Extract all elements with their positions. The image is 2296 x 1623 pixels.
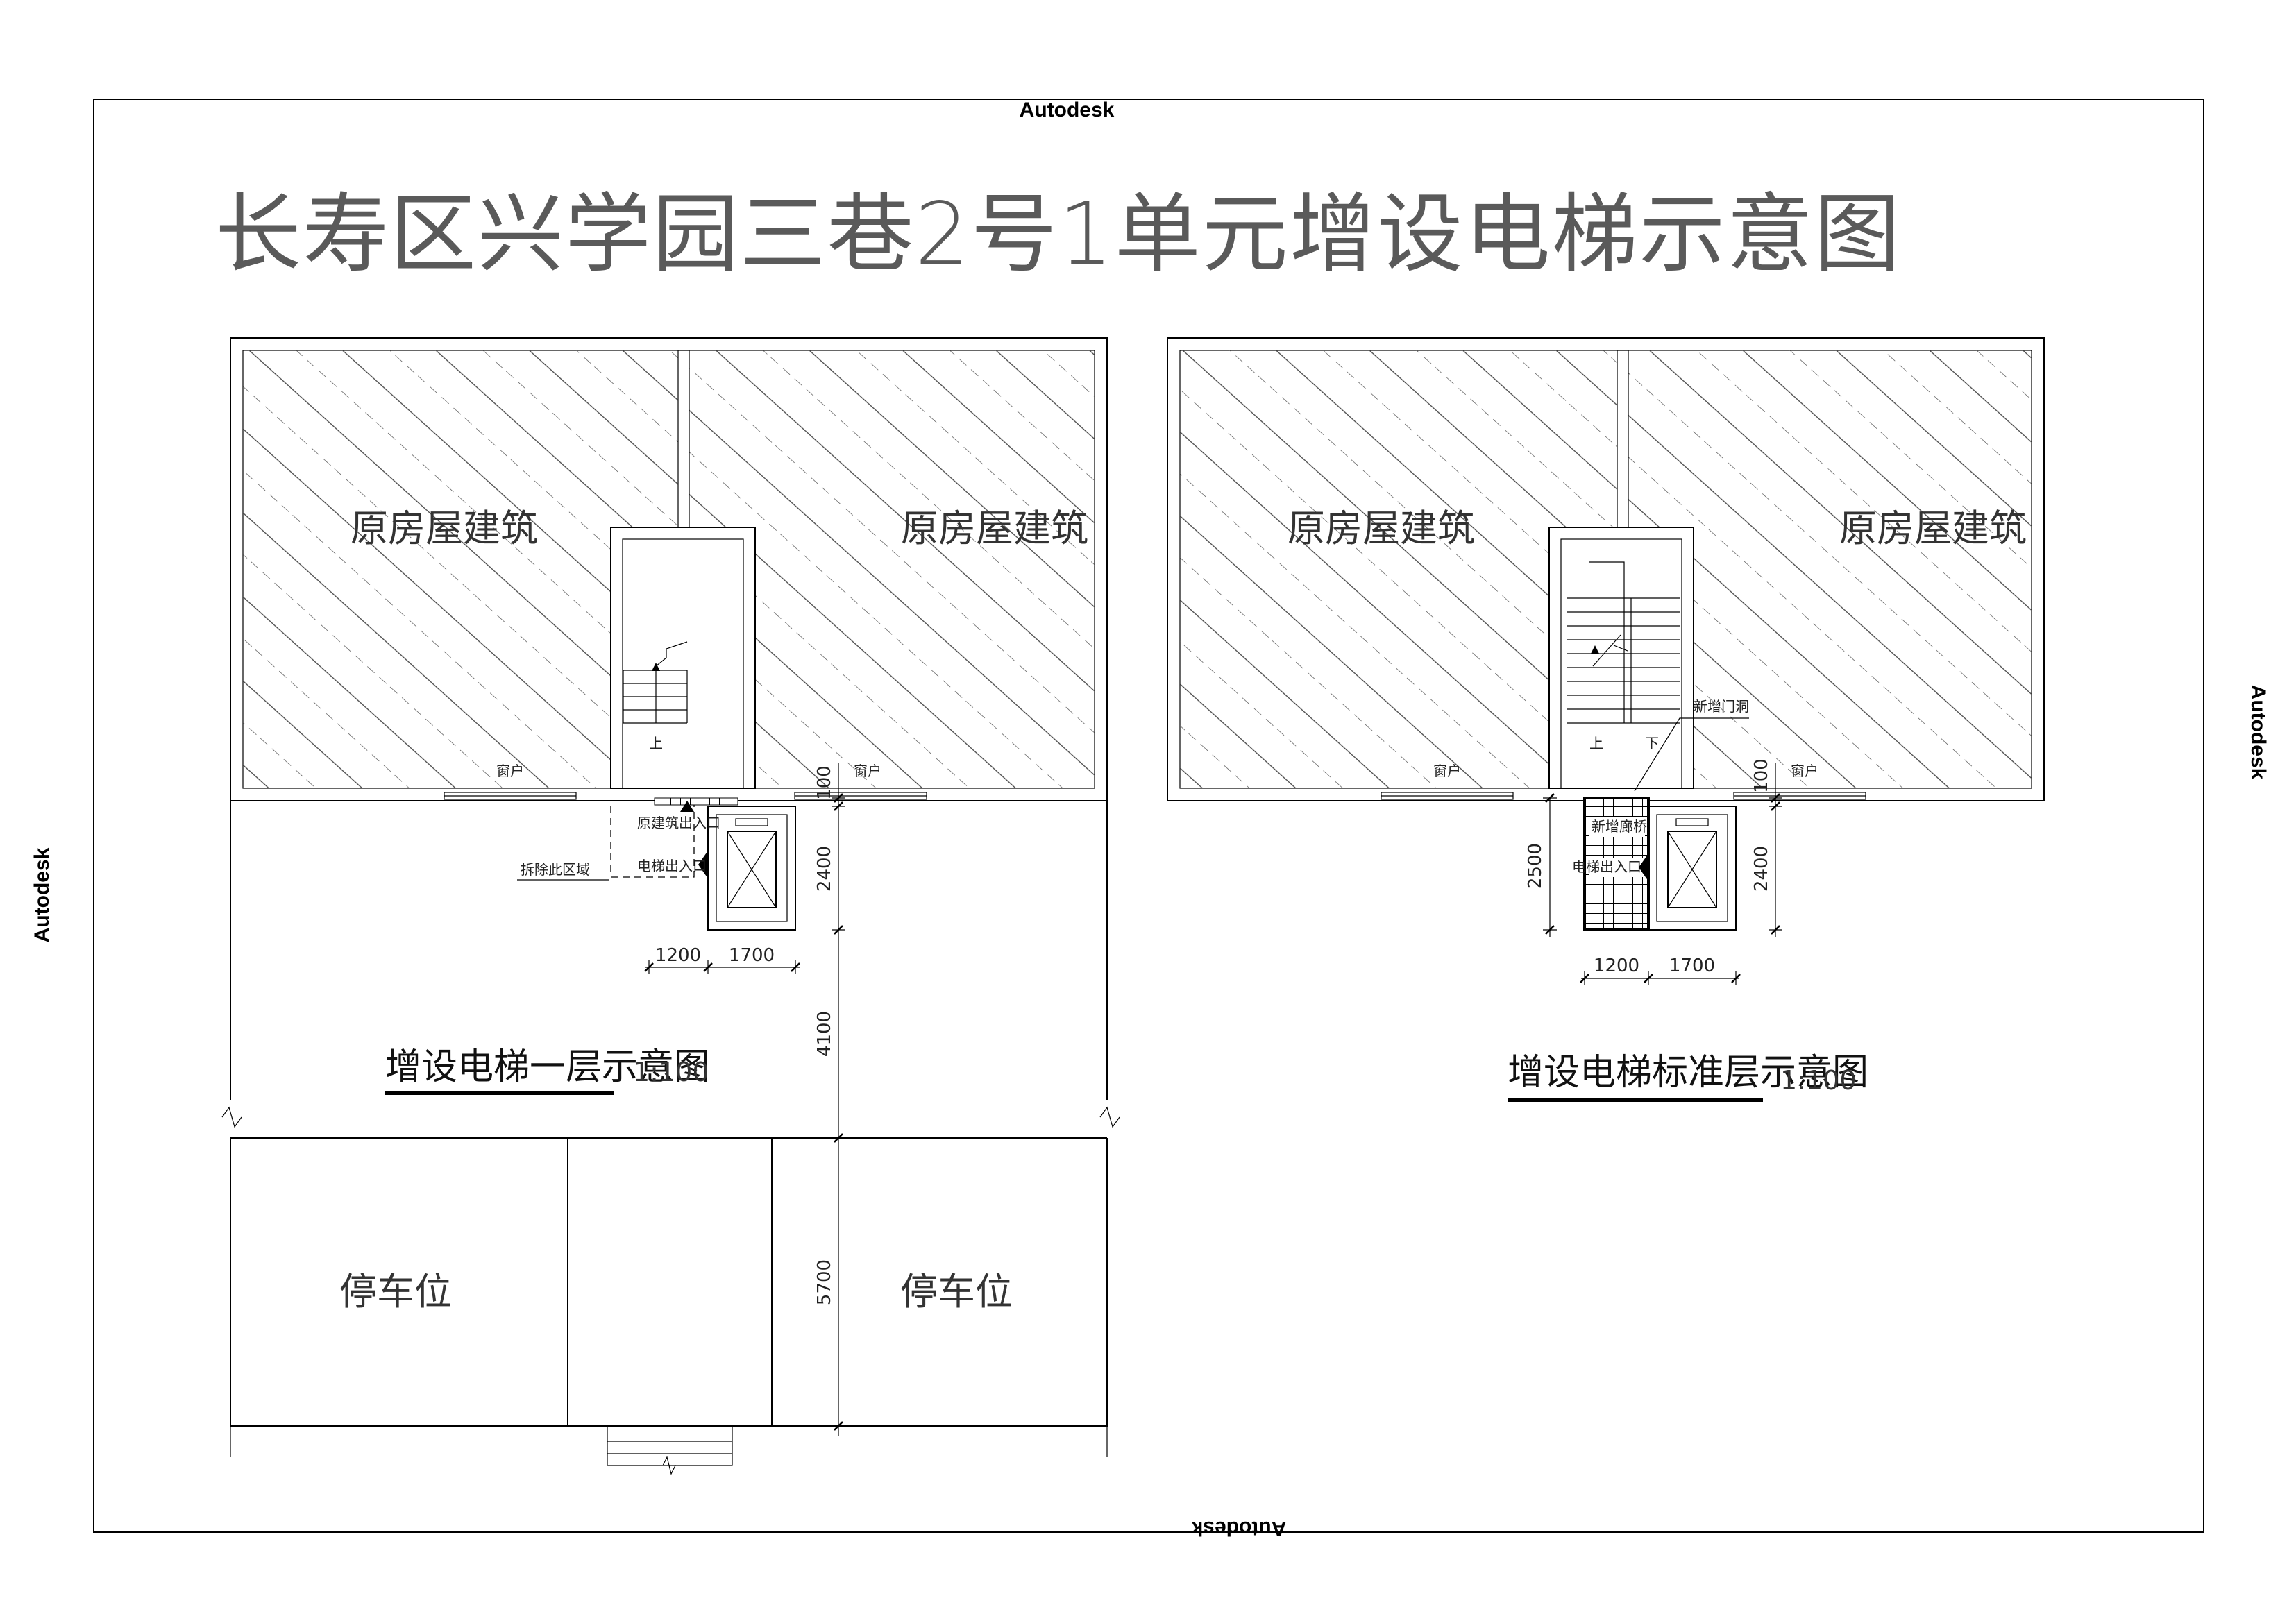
window-left-label-std: 窗户 (1433, 763, 1461, 779)
page-title: 长寿区兴学园三巷2号1单元增设电梯示意图 (215, 185, 1902, 284)
dim-1700-ground: 1700 (729, 945, 775, 966)
dim-2500-std: 2500 (1525, 843, 1546, 889)
dim-100-std: 100 (1751, 758, 1772, 793)
watermark-left: Autodesk (31, 847, 53, 942)
elevator-shaft-standard (1639, 806, 1737, 931)
dim-2400-ground: 2400 (814, 846, 835, 892)
elevator-shaft-ground (698, 806, 796, 931)
window-left-label: 窗户 (496, 763, 524, 779)
dim-1700-std: 1700 (1669, 955, 1715, 976)
new-door-label: 新增门洞 (1694, 698, 1749, 715)
window-right-label-std: 窗户 (1791, 763, 1818, 779)
scale-ground: 1:100 (633, 1057, 709, 1087)
building-left-label: 原房屋建筑 (351, 507, 538, 550)
plan-ground-floor: 上 窗户 窗户 原房屋建筑 原房屋建筑 停车位 停车位 (221, 337, 1120, 1475)
watermark-bottom: Autodesk (1191, 1517, 1286, 1540)
caption-standard: 增设电梯标准层示意图 (1508, 1052, 1868, 1094)
dim-5700-ground: 5700 (814, 1259, 835, 1305)
elevator-entrance-label: 电梯出入口 (637, 858, 707, 874)
stair-down-label-std: 下 (1645, 735, 1659, 751)
parking-right-label: 停车位 (900, 1270, 1013, 1314)
watermark-top: Autodesk (1020, 99, 1115, 121)
watermark-right: Autodesk (2247, 685, 2270, 780)
window-right-label: 窗户 (854, 763, 881, 779)
building-right-label: 原房屋建筑 (901, 507, 1088, 550)
demolish-area-label: 拆除此区域 (521, 861, 590, 878)
dim-1200-ground: 1200 (655, 945, 701, 966)
plan-standard-floor: 上 下 窗户 窗户 原房屋建筑 原房屋建筑 新增门洞 新增廊桥 电梯出入口 (1167, 337, 2045, 1102)
parking-left-label: 停车位 (339, 1270, 452, 1314)
dim-2400-std: 2400 (1751, 846, 1772, 892)
dim-4100-ground: 4100 (814, 1011, 835, 1057)
stair-up-label: 上 (649, 735, 663, 751)
stair-up-label-std: 上 (1589, 735, 1603, 751)
stair-ground: 上 (623, 641, 688, 751)
building-left-label-std: 原房屋建筑 (1288, 507, 1475, 550)
orig-entrance-label: 原建筑出入口 (637, 815, 720, 831)
caption-ground: 增设电梯一层示意图 (385, 1046, 710, 1088)
dim-100-ground: 100 (814, 765, 835, 800)
scale-standard: 1:100 (1780, 1065, 1857, 1096)
building-right-label-std: 原房屋建筑 (1839, 507, 2027, 550)
elevator-entrance-label-std: 电梯出入口 (1572, 858, 1641, 875)
dim-1200-std: 1200 (1594, 955, 1639, 976)
stair-standard: 上 下 (1567, 561, 1680, 751)
new-corridor-label: 新增廊桥 (1592, 818, 1647, 835)
sheet-border (93, 99, 2204, 1533)
